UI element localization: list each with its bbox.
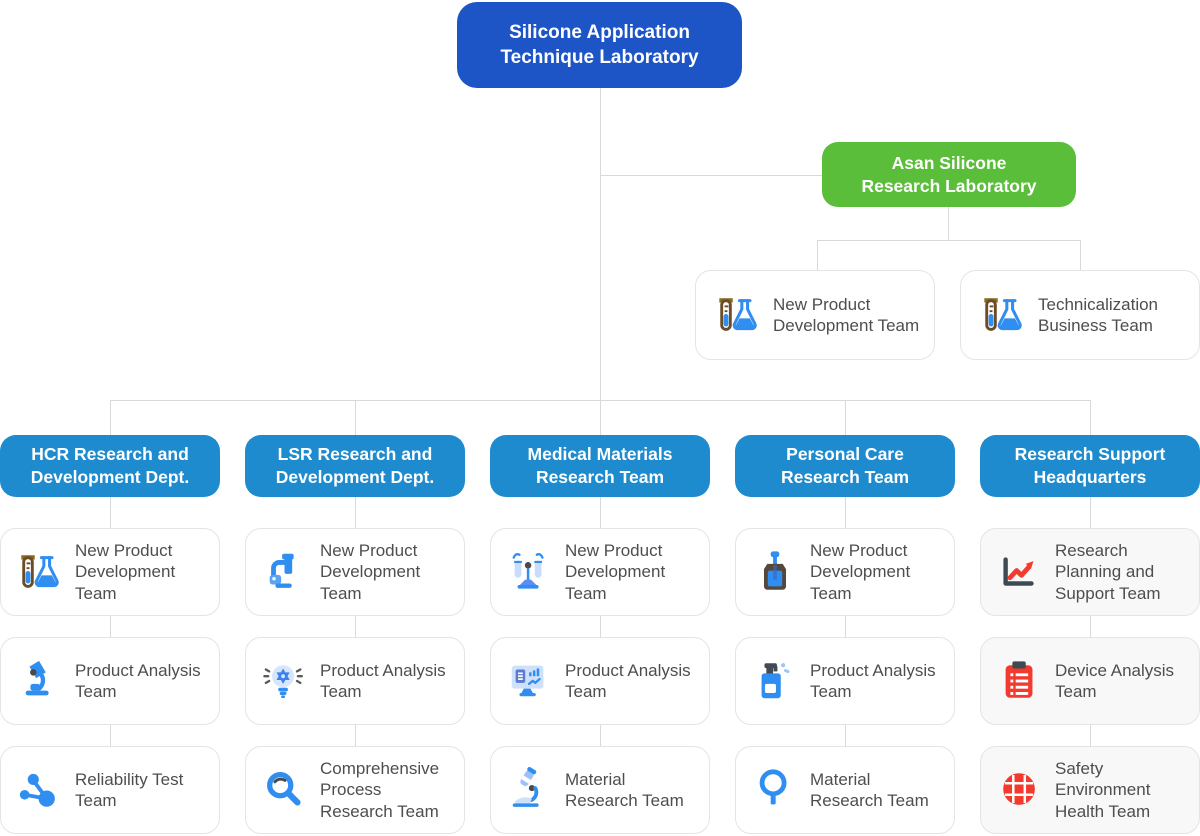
trend-chart-icon: [997, 549, 1043, 595]
team-node: Product Analysis Team: [735, 637, 955, 725]
team-node: Material Research Team: [735, 746, 955, 834]
monitor-analysis-icon: [507, 658, 553, 704]
team-label: Product Analysis Team: [565, 660, 691, 702]
connector-line: [110, 400, 1090, 401]
root-node: Silicone Application Technique Laborator…: [457, 2, 742, 88]
tube-flask-icon: [17, 549, 63, 595]
asan-lab-node: Asan Silicone Research Laboratory: [822, 142, 1076, 207]
tube-rack-icon: [507, 549, 553, 595]
tilted-microscope-icon: [507, 767, 553, 813]
team-node: Product Analysis Team: [0, 637, 220, 725]
connector-line: [845, 725, 846, 746]
team-label: Product Analysis Team: [75, 660, 201, 702]
team-label: Product Analysis Team: [320, 660, 446, 702]
connector-line: [110, 400, 111, 435]
connector-line: [600, 616, 601, 637]
team-label: New Product Development Team: [75, 540, 176, 603]
team-node: New Product Development Team: [735, 528, 955, 616]
globe-icon: [997, 767, 1043, 813]
bulb-gear-icon: [262, 658, 308, 704]
dept-node-hcr: HCR Research and Development Dept.: [0, 435, 220, 497]
connector-line: [845, 497, 846, 528]
team-label: Reliability Test Team: [75, 769, 184, 811]
microscope-icon: [17, 658, 63, 704]
team-label: Material Research Team: [810, 769, 929, 811]
dept-node-medical: Medical Materials Research Team: [490, 435, 710, 497]
team-node: Technicalization Business Team: [960, 270, 1200, 360]
connector-line: [600, 175, 822, 176]
connector-line: [817, 240, 1080, 241]
dept-label: HCR Research and Development Dept.: [30, 444, 190, 487]
dept-node-personal-care: Personal Care Research Team: [735, 435, 955, 497]
team-label: New Product Development Team: [565, 540, 666, 603]
team-node: Comprehensive Process Research Team: [245, 746, 465, 834]
tube-flask-icon: [715, 292, 761, 338]
team-node: Research Planning and Support Team: [980, 528, 1200, 616]
team-label: Material Research Team: [565, 769, 684, 811]
connector-line: [600, 86, 601, 435]
connector-line: [1090, 400, 1091, 435]
dept-node-research-support: Research Support Headquarters: [980, 435, 1200, 497]
team-node: Product Analysis Team: [245, 637, 465, 725]
team-node: Reliability Test Team: [0, 746, 220, 834]
connector-line: [948, 207, 949, 240]
dept-label: LSR Research and Development Dept.: [275, 444, 435, 487]
connector-line: [355, 497, 356, 528]
team-label: Technicalization Business Team: [1038, 294, 1159, 336]
dept-label: Research Support Headquarters: [1014, 444, 1166, 487]
team-label: Device Analysis Team: [1055, 660, 1175, 702]
connector-line: [845, 400, 846, 435]
dept-node-lsr: LSR Research and Development Dept.: [245, 435, 465, 497]
connector-line: [600, 725, 601, 746]
dropper-bottle-icon: [752, 549, 798, 595]
team-label: New Product Development Team: [810, 540, 911, 603]
connector-line: [355, 616, 356, 637]
dept-label: Personal Care Research Team: [780, 444, 910, 487]
team-node: New Product Development Team: [0, 528, 220, 616]
microscope-device-icon: [262, 549, 308, 595]
root-node-label: Silicone Application Technique Laborator…: [500, 22, 699, 68]
team-label: Comprehensive Process Research Team: [320, 758, 440, 821]
tube-flask-icon: [980, 292, 1026, 338]
asan-lab-label: Asan Silicone Research Laboratory: [861, 152, 1037, 196]
connector-line: [1080, 240, 1081, 270]
team-label: New Product Development Team: [320, 540, 421, 603]
pump-bottle-icon: [752, 658, 798, 704]
team-node: Product Analysis Team: [490, 637, 710, 725]
molecule-icon: [17, 767, 63, 813]
dept-label: Medical Materials Research Team: [527, 444, 673, 487]
team-node: New Product Development Team: [245, 528, 465, 616]
team-label: Research Planning and Support Team: [1055, 540, 1161, 603]
connector-line: [817, 240, 818, 270]
team-node: Material Research Team: [490, 746, 710, 834]
magnifier-icon: [262, 767, 308, 813]
connector-line: [1090, 497, 1091, 528]
connector-line: [110, 725, 111, 746]
connector-line: [1090, 616, 1091, 637]
team-node: New Product Development Team: [695, 270, 935, 360]
team-label: New Product Development Team: [773, 294, 920, 336]
connector-line: [1090, 725, 1091, 746]
connector-line: [845, 616, 846, 637]
connector-line: [600, 497, 601, 528]
team-label: Safety Environment Health Team: [1055, 758, 1151, 821]
clipboard-icon: [997, 658, 1043, 704]
connector-line: [355, 400, 356, 435]
team-label: Product Analysis Team: [810, 660, 936, 702]
team-node: Device Analysis Team: [980, 637, 1200, 725]
team-node: Safety Environment Health Team: [980, 746, 1200, 834]
connector-line: [110, 497, 111, 528]
team-node: New Product Development Team: [490, 528, 710, 616]
connector-line: [110, 616, 111, 637]
connector-line: [355, 725, 356, 746]
magnifier-outline-icon: [752, 767, 798, 813]
